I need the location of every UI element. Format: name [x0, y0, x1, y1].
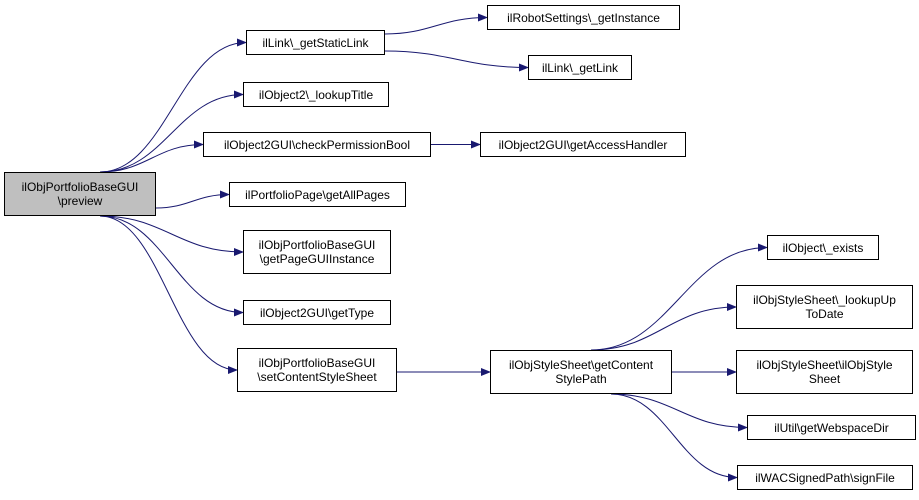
node-label: ilObjPortfolioBaseGUI — [21, 180, 139, 194]
edge-getStylePath-to-lookupUpToDate — [590, 303, 737, 351]
node-label: \preview — [57, 194, 103, 208]
node-label: ilRobotSettings\_getInstance — [507, 10, 660, 25]
node-getaccesshandler[interactable]: ilObject2GUI\getAccessHandler — [480, 132, 686, 157]
node-preview[interactable]: ilObjPortfolioBaseGUI \preview — [4, 172, 156, 216]
node-getwebspacedir[interactable]: ilUtil\getWebspaceDir — [747, 415, 916, 440]
node-label: ilWACSignedPath\signFile — [755, 470, 895, 485]
node-setcontentstylesheet[interactable]: ilObjPortfolioBaseGUI \setContentStyleSh… — [237, 348, 397, 392]
node-ilobjstylesheet-constructor[interactable]: ilObjStyleSheet\ilObjStyle Sheet — [736, 350, 913, 394]
edge-preview-to-getAllPages — [155, 190, 230, 209]
edge-getStaticLink-to-robotInstance — [384, 13, 488, 35]
node-label: ilObjPortfolioBaseGUI — [258, 356, 376, 370]
node-getcontentstylepath[interactable]: ilObjStyleSheet\getContent StylePath — [490, 350, 672, 394]
node-getlink[interactable]: ilLink\_getLink — [528, 55, 632, 80]
edge-preview-to-checkPerm — [99, 140, 204, 173]
edge-getStylePath-to-exists — [590, 243, 768, 351]
node-getallpages[interactable]: ilPortfolioPage\getAllPages — [229, 182, 406, 207]
edge-preview-to-getStaticLink — [99, 38, 247, 173]
node-lookuptitle[interactable]: ilObject2\_lookupTitle — [243, 82, 389, 107]
node-label: ilObjStyleSheet\getContent — [508, 358, 654, 372]
node-getstaticlink[interactable]: ilLink\_getStaticLink — [246, 30, 385, 55]
node-label: ToDate — [805, 307, 844, 321]
node-label: ilObjStyleSheet\ilObjStyle — [756, 358, 893, 372]
node-label: ilObject\_exists — [782, 240, 864, 255]
edge-preview-to-getType — [99, 215, 244, 317]
node-lookupuptodate[interactable]: ilObjStyleSheet\_lookupUp ToDate — [736, 285, 913, 329]
node-label: \setContentStyleSheet — [257, 370, 377, 384]
node-label: ilObjStyleSheet\_lookupUp — [753, 293, 896, 307]
edge-preview-to-lookupTitle — [99, 90, 244, 173]
node-gettype[interactable]: ilObject2GUI\getType — [243, 300, 391, 325]
edge-getStylePath-to-signFile — [610, 393, 738, 482]
node-label: ilObject2GUI\getAccessHandler — [498, 137, 668, 152]
node-object-exists[interactable]: ilObject\_exists — [767, 235, 879, 260]
edge-getStaticLink-to-getLink — [384, 50, 529, 72]
node-label: ilUtil\getWebspaceDir — [774, 420, 889, 435]
node-signfile[interactable]: ilWACSignedPath\signFile — [737, 465, 913, 490]
node-robotsettings-getinstance[interactable]: ilRobotSettings\_getInstance — [487, 5, 680, 30]
node-label: ilObjPortfolioBaseGUI — [258, 238, 376, 252]
edge-preview-to-pageGUI — [99, 215, 244, 256]
node-label: StylePath — [555, 372, 607, 386]
node-label: ilLink\_getLink — [541, 60, 619, 75]
edge-getStylePath-to-webspace — [610, 393, 748, 432]
edge-preview-to-setStyle — [99, 215, 238, 374]
node-label: ilLink\_getStaticLink — [262, 35, 369, 50]
node-checkpermissionbool[interactable]: ilObject2GUI\checkPermissionBool — [203, 132, 431, 157]
node-label: ilObject2\_lookupTitle — [258, 87, 374, 102]
node-label: \getPageGUIInstance — [259, 252, 375, 266]
node-getpageguiinstance[interactable]: ilObjPortfolioBaseGUI \getPageGUIInstanc… — [243, 230, 391, 274]
node-label: ilObject2GUI\getType — [259, 305, 375, 320]
node-label: Sheet — [808, 372, 841, 386]
node-label: ilPortfolioPage\getAllPages — [245, 187, 390, 202]
node-label: ilObject2GUI\checkPermissionBool — [223, 137, 411, 152]
